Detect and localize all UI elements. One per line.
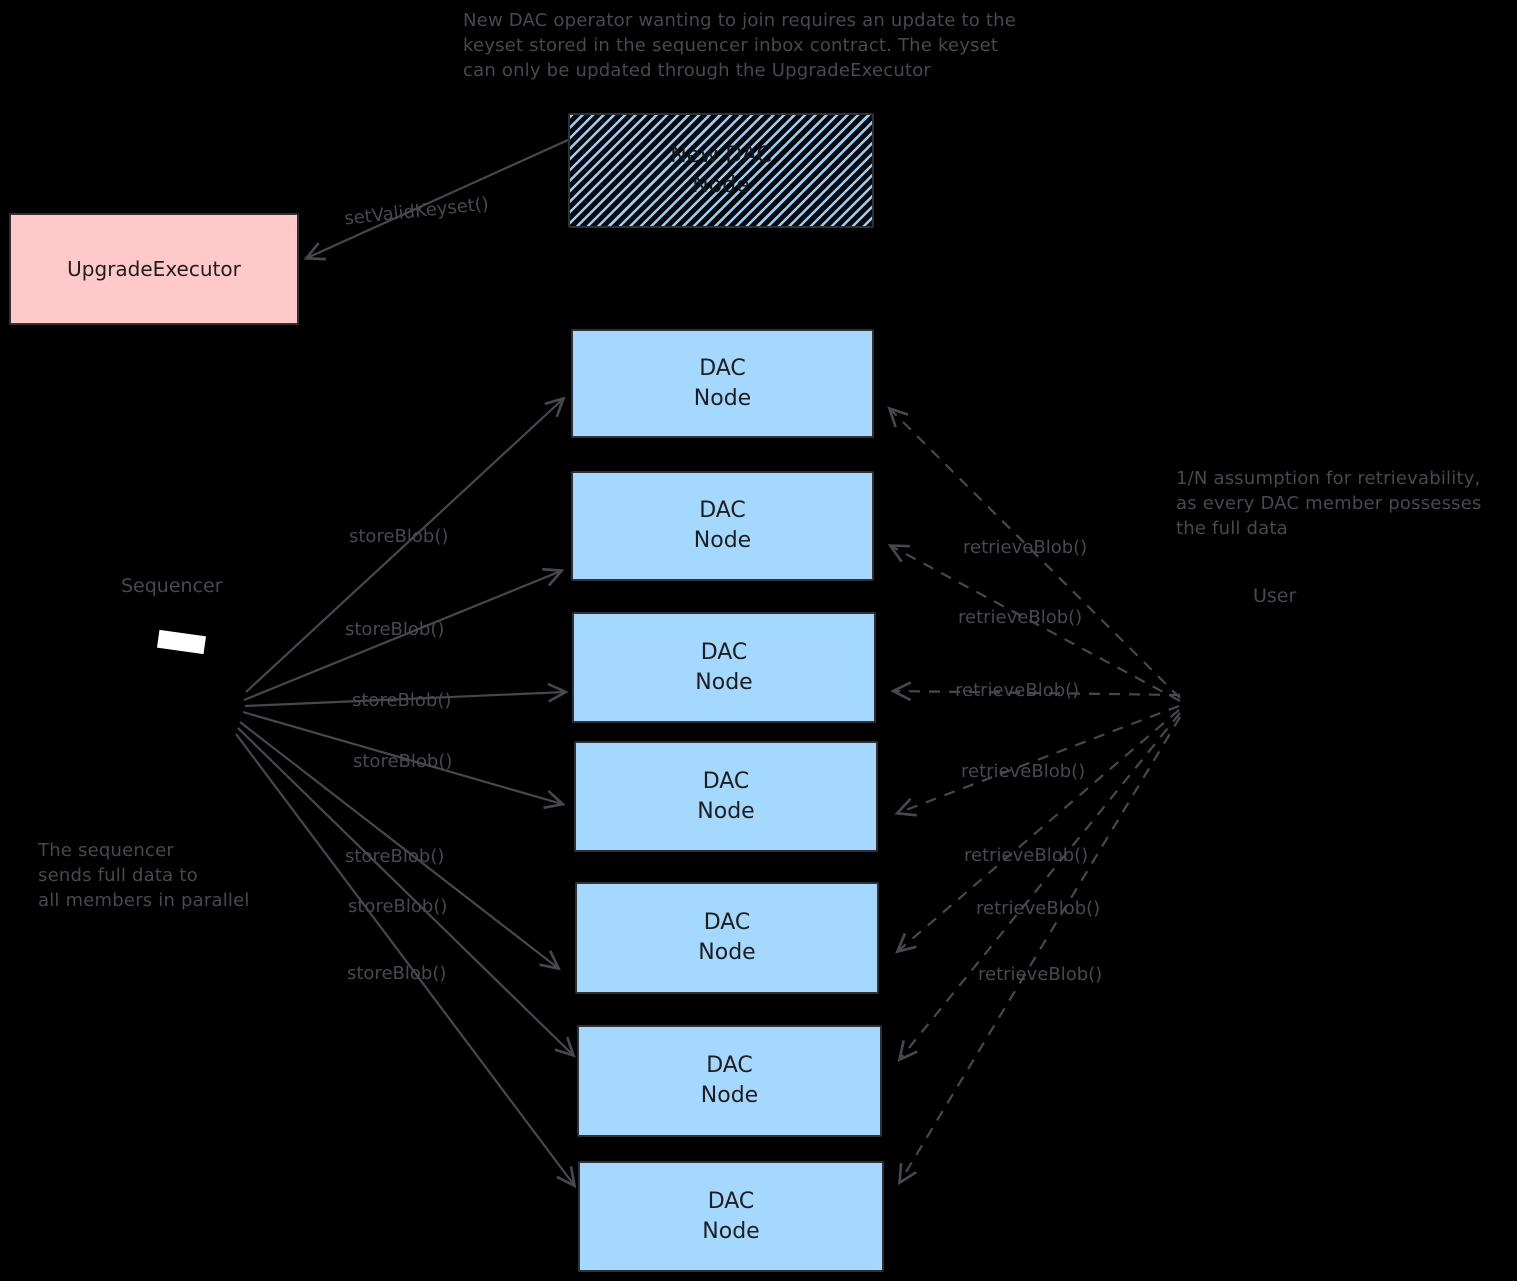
dac-node-label: DAC Node (693, 498, 752, 553)
dac-node-box: DAC Node (572, 612, 876, 723)
upgrade-executor-box: UpgradeExecutor (9, 213, 299, 325)
retrieve-blob-arrow-label: retrieveBlob() (964, 845, 1089, 866)
store-blob-arrow-label: storeBlob() (348, 896, 448, 917)
new-dac-node-box: New DAC Node (568, 113, 874, 228)
dac-node-box: DAC Node (578, 1161, 884, 1272)
store-blob-arrow-label: storeBlob() (353, 751, 453, 772)
store-blob-arrow-label: storeBlob() (347, 963, 447, 984)
retrieve-blob-arrow-label: retrieveBlob() (976, 898, 1101, 919)
new-dac-node-label: New DAC Node (670, 142, 772, 198)
dac-node-box: DAC Node (571, 329, 874, 438)
dac-node-box: DAC Node (571, 471, 874, 581)
retrieve-blob-arrow-label: retrieveBlob() (963, 537, 1088, 558)
store-blob-arrow-label: storeBlob() (345, 619, 445, 640)
set-valid-keyset-arrow-label: setValidKeyset() (343, 193, 490, 230)
sequencer-label: Sequencer (121, 575, 223, 597)
upgrade-executor-label: UpgradeExecutor (67, 257, 241, 281)
retrieve-blob-arrow (898, 716, 1181, 1186)
dac-node-label: DAC Node (697, 768, 755, 824)
dac-node-box: DAC Node (577, 1025, 882, 1137)
store-blob-arrow-label: storeBlob() (349, 526, 449, 547)
sequencer-marker (156, 629, 207, 655)
retrievability-note: 1/N assumption for retrievability, as ev… (1176, 468, 1482, 539)
store-blob-arrow-label: storeBlob() (345, 846, 445, 867)
dac-node-box: DAC Node (574, 741, 878, 852)
dac-node-label: DAC Node (693, 355, 752, 411)
dac-node-label: DAC Node (698, 910, 756, 965)
retrieve-blob-arrow-label: retrieveBlob() (958, 607, 1083, 628)
dac-node-label: DAC Node (700, 1053, 759, 1108)
sequencer-sends-note: The sequencer sends full data to all mem… (38, 840, 250, 911)
dac-node-box: DAC Node (575, 882, 879, 994)
retrieve-blob-arrow-label: retrieveBlob() (961, 761, 1086, 782)
store-blob-arrow (235, 733, 577, 1189)
top-note: New DAC operator wanting to join require… (463, 10, 1016, 81)
dac-node-label: DAC Node (695, 639, 753, 695)
retrieve-blob-arrow-label: retrieveBlob() (955, 680, 1080, 701)
retrieve-blob-arrow-label: retrieveBlob() (978, 964, 1103, 985)
dac-node-label: DAC Node (702, 1188, 760, 1244)
user-label: User (1253, 585, 1297, 607)
store-blob-arrow-label: storeBlob() (352, 690, 452, 711)
store-blob-arrow (237, 727, 576, 1058)
retrieve-blob-arrow (894, 704, 1180, 817)
